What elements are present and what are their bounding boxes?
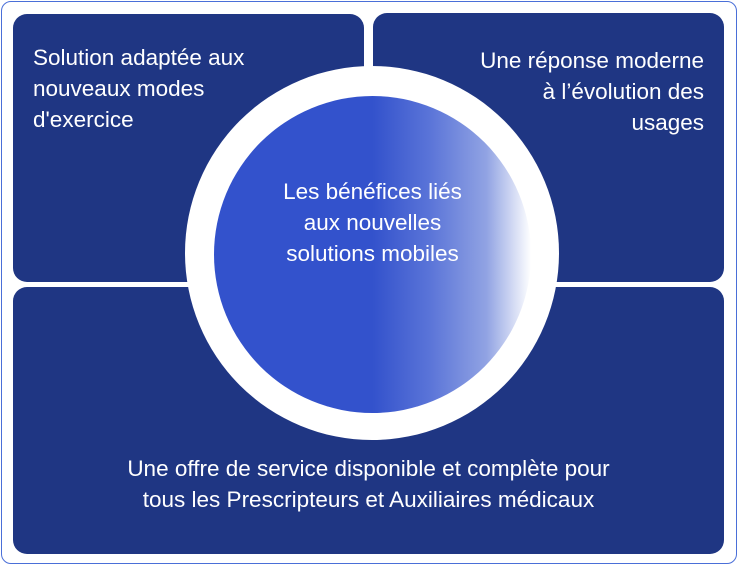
center-circle: Les bénéfices liés aux nouvelles solutio… [214,96,531,413]
center-circle-text: Les bénéfices liés aux nouvelles solutio… [283,179,462,266]
panel-top-left-text: Solution adaptée aux nouveaux modes d'ex… [33,45,245,132]
panel-top-right-text: Une réponse moderne à l’évolution des us… [480,48,704,135]
panel-bottom-text: Une offre de service disponible et compl… [127,456,610,512]
